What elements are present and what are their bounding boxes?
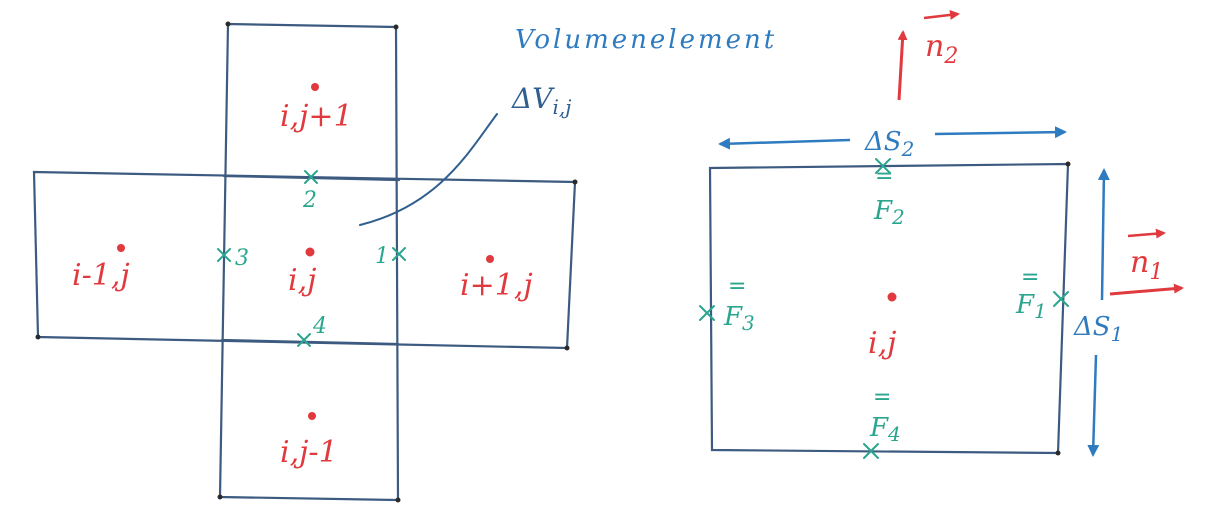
corner-dots bbox=[35, 21, 578, 503]
flux-F2-sub: 2 bbox=[891, 205, 905, 229]
flux-F1-sub: 1 bbox=[1034, 299, 1047, 323]
annotation-pointer-line bbox=[359, 113, 498, 226]
face-number-1: 1 bbox=[375, 244, 389, 269]
delta-s2-arrow bbox=[718, 126, 1067, 150]
right-center-dot bbox=[887, 292, 897, 302]
delta-s2-symbol: ΔS bbox=[864, 127, 902, 157]
flux-F2-letter: F bbox=[873, 196, 893, 226]
face-crosses bbox=[217, 170, 406, 347]
right-corner-dots bbox=[1055, 161, 1071, 456]
face-number-2: 2 bbox=[302, 188, 317, 213]
delta-s2-label: ΔS2 bbox=[864, 127, 914, 161]
flux-F1-marker: = bbox=[1021, 265, 1039, 290]
flux-F1-label: F1 bbox=[1015, 290, 1047, 323]
cell-center-dots bbox=[117, 83, 494, 420]
cell-label-top: i,j+1 bbox=[280, 99, 353, 134]
flux-F2: = F2 bbox=[873, 164, 905, 229]
normal-n1-letter: n bbox=[1130, 245, 1149, 280]
flux-F1-letter: F bbox=[1015, 290, 1035, 320]
normal-n1-sub: 1 bbox=[1149, 260, 1163, 285]
cell-label-left: i-1,j bbox=[72, 258, 130, 293]
face-number-4: 4 bbox=[312, 314, 327, 339]
normal-n1-label: n1 bbox=[1130, 245, 1163, 285]
flux-F3-marker: = bbox=[728, 274, 746, 299]
face-number-3: 3 bbox=[235, 246, 249, 271]
normal-n2: n2 bbox=[897, 9, 960, 101]
flux-F4-marker: = bbox=[873, 385, 891, 410]
flux-F2-marker: = bbox=[875, 164, 893, 189]
normal-n2-letter: n bbox=[925, 29, 944, 64]
flux-F3-sub: 3 bbox=[742, 311, 755, 335]
normal-n2-sub: 2 bbox=[943, 44, 958, 69]
right-face-crosses bbox=[699, 158, 1069, 459]
delta-s1-label: ΔS1 bbox=[1073, 312, 1123, 346]
delta-s1-symbol: ΔS bbox=[1073, 312, 1111, 342]
flux-F4: = F4 bbox=[869, 385, 901, 446]
cell-label-right: i+1,j bbox=[460, 268, 533, 303]
delta-s1-sub: 1 bbox=[1111, 322, 1124, 346]
flux-F3-label: F3 bbox=[723, 302, 755, 335]
cell-label-bottom: i,j-1 bbox=[280, 435, 338, 470]
right-center-label: i,j bbox=[868, 326, 896, 361]
flux-F4-letter: F bbox=[869, 413, 889, 443]
normal-n2-label: n2 bbox=[925, 29, 958, 69]
right-cell: i,j = F2 = F3 = F1 = F4 ΔS2 bbox=[699, 9, 1184, 459]
delta-s1-arrow bbox=[1087, 168, 1110, 457]
flux-F2-label: F2 bbox=[873, 196, 905, 229]
delta-s2-sub: 2 bbox=[901, 137, 915, 161]
volume-symbol: ΔV bbox=[511, 82, 555, 115]
volume-element-title: Volumenelement bbox=[515, 25, 777, 55]
cell-label-center: i,j bbox=[288, 263, 316, 298]
normal-n1-vector-bar bbox=[1127, 228, 1166, 239]
normal-n2-arrow bbox=[897, 30, 908, 101]
normal-n2-vector-bar bbox=[923, 9, 960, 20]
normal-n1: n1 bbox=[1109, 228, 1184, 296]
flux-F1: = F1 bbox=[1015, 265, 1047, 323]
flux-F4-label: F4 bbox=[869, 413, 901, 446]
normal-n1-arrow bbox=[1109, 283, 1184, 296]
flux-F3-letter: F bbox=[723, 302, 743, 332]
left-stencil: i,j+1 i-1,j i,j i+1,j i,j-1 2 3 1 4 Volu… bbox=[32, 21, 777, 503]
flux-F4-sub: 4 bbox=[887, 422, 901, 446]
flux-F3: = F3 bbox=[723, 274, 755, 335]
volume-element-symbol: ΔVi,j bbox=[511, 82, 571, 119]
volume-subscript: i,j bbox=[552, 95, 571, 119]
